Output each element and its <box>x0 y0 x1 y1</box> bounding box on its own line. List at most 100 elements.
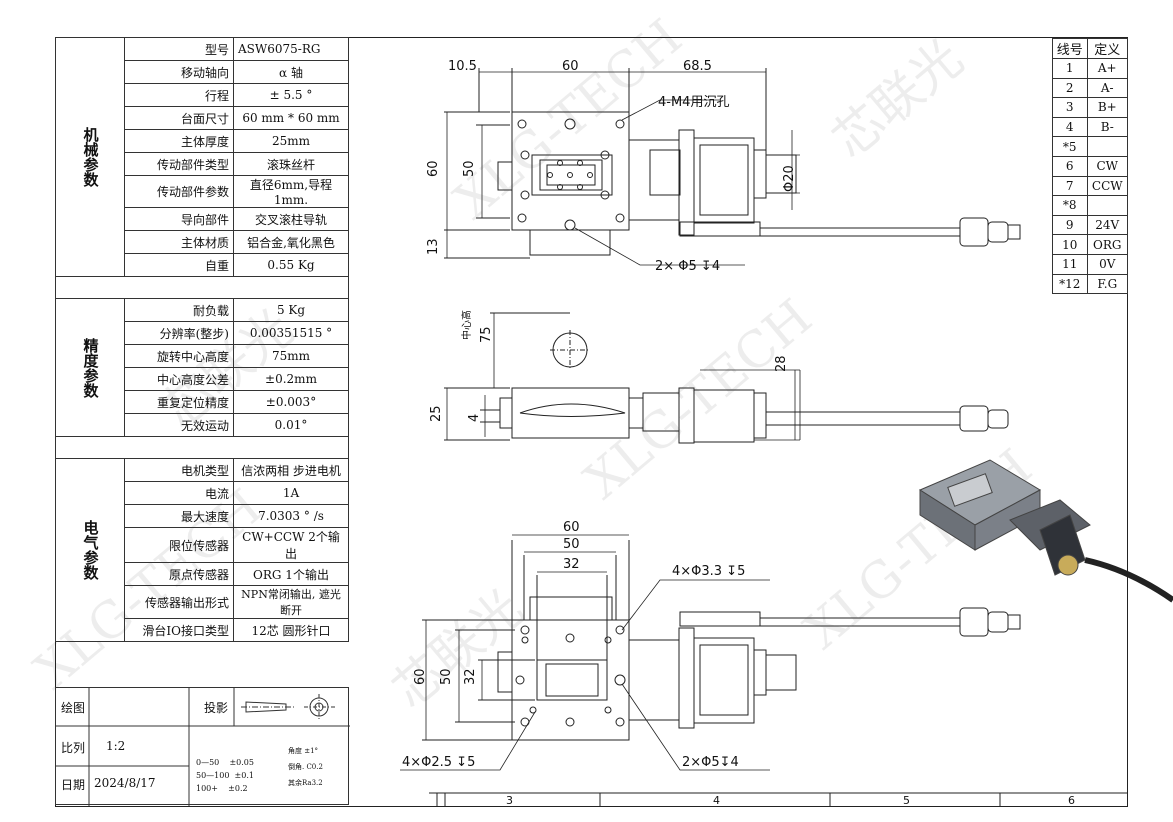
dim-text: 50 <box>462 160 477 177</box>
spec-value: ± 5.5 ° <box>233 83 349 107</box>
projection-label: 投影 <box>204 701 229 715</box>
dim-text: 60 <box>562 59 579 74</box>
dim-text: 32 <box>463 668 478 685</box>
wire-number: *5 <box>1052 136 1088 157</box>
dim-text: 4×Φ3.3 ↧5 <box>672 564 745 579</box>
wiring-header: 定义 <box>1086 38 1128 59</box>
spec-value: 25mm <box>233 129 349 153</box>
spec-value: 12芯 圆形针口 <box>233 618 349 642</box>
dim-text: 13 <box>426 238 441 255</box>
spec-label: 主体材质 <box>124 230 234 254</box>
dim-text: 2× Φ5 ↧4 <box>655 259 720 274</box>
spec-label: 中心高度公差 <box>124 367 234 391</box>
wiring-row: *5 <box>1052 136 1128 157</box>
spec-value: 0.00351515 ° <box>233 321 349 345</box>
dim-text: Φ20 <box>782 165 797 192</box>
dim-text: 4-M4用沉孔 <box>658 95 729 110</box>
spec-label: 滑台IO接口类型 <box>124 618 234 642</box>
dim-text: 中心高 <box>460 310 473 340</box>
date-label: 日期 <box>61 778 86 792</box>
spec-label: 导向部件 <box>124 207 234 231</box>
dim-text: 4 <box>467 414 482 422</box>
wire-definition: 0V <box>1086 253 1128 275</box>
ruler-label: 4 <box>713 794 720 807</box>
wire-definition: 24V <box>1086 214 1128 236</box>
wire-definition: F.G <box>1086 273 1128 295</box>
spec-label: 旋转中心高度 <box>124 344 234 368</box>
ruler-label: 3 <box>506 794 513 807</box>
tolerance-note: 其余Ra3.2 <box>288 779 323 787</box>
scale-value: 1:2 <box>106 739 126 753</box>
spec-value: ±0.2mm <box>233 367 349 391</box>
top-stage-plate <box>511 111 630 231</box>
projection-symbol-icon <box>241 694 335 720</box>
spec-label: 型号 <box>124 37 234 61</box>
wiring-row: *8 <box>1052 195 1128 216</box>
tolerance-row: 0—50 ±0.05 <box>196 758 254 767</box>
title-block: 绘图 投影 比列 1:2 日期 2024/8/17 0—50 ±0.05 50—… <box>55 687 350 806</box>
bottom-view <box>400 534 1021 771</box>
dim-text: 25 <box>429 405 444 422</box>
spec-label: 原点传感器 <box>124 562 234 586</box>
spec-label: 电流 <box>124 481 234 505</box>
spec-value: 0.55 Kg <box>233 253 349 277</box>
dim-text: 28 <box>774 355 789 372</box>
dim-text: 10.5 <box>448 59 477 74</box>
dim-text: 75 <box>479 326 494 343</box>
tolerance-note: 倒角. C0.2 <box>288 763 323 771</box>
dim-text: 4×Φ2.5 ↧5 <box>402 755 475 770</box>
tolerance-note: 角度 ±1° <box>288 747 319 755</box>
mech-group-label: 机械参数 <box>55 37 125 277</box>
spec-value: 直径6mm,导程1mm. <box>233 175 349 208</box>
spec-value: ORG 1个输出 <box>233 562 349 586</box>
spec-value: CW+CCW 2个输出 <box>233 527 349 563</box>
spec-label: 分辨率(整步) <box>124 321 234 345</box>
spec-value: 交叉滚柱导轨 <box>233 207 349 231</box>
ruler-label: 5 <box>903 794 910 807</box>
tolerance-row: 100+ ±0.2 <box>196 784 248 793</box>
spec-value: 1A <box>233 481 349 505</box>
dim-text: 32 <box>563 557 580 572</box>
wire-number: *8 <box>1052 195 1088 216</box>
draw-label: 绘图 <box>61 701 86 715</box>
ruler-label: 6 <box>1068 794 1075 807</box>
spec-label: 台面尺寸 <box>124 106 234 130</box>
scale-label: 比列 <box>61 741 86 755</box>
dim-text: 50 <box>439 668 454 685</box>
isometric-product-image <box>918 459 1173 603</box>
spec-value: 5 Kg <box>233 298 349 322</box>
bottom-ruler <box>429 792 1128 807</box>
spec-value: ±0.003° <box>233 390 349 414</box>
side-view <box>444 312 1009 444</box>
spec-value: 60 mm * 60 mm <box>233 106 349 130</box>
top-view <box>444 68 1021 266</box>
dim-text: 60 <box>426 160 441 177</box>
wire-definition: A+ <box>1086 58 1128 79</box>
dim-text: 60 <box>563 520 580 535</box>
title-block-grid <box>56 688 350 806</box>
spec-label: 传动部件参数 <box>124 175 234 208</box>
spec-label: 自重 <box>124 253 234 277</box>
dim-text: 68.5 <box>683 59 712 74</box>
date-value: 2024/8/17 <box>94 776 156 790</box>
dim-text: 50 <box>563 537 580 552</box>
spec-value: 滚珠丝杆 <box>233 152 349 176</box>
tolerance-row: 50—100 ±0.1 <box>196 771 254 780</box>
wire-number: *12 <box>1052 273 1088 295</box>
dim-text: 60 <box>413 668 428 685</box>
wire-definition: ORG <box>1086 234 1128 255</box>
dim-text: 2×Φ5↧4 <box>682 755 739 770</box>
spec-value: ASW6075-RG <box>233 37 349 61</box>
